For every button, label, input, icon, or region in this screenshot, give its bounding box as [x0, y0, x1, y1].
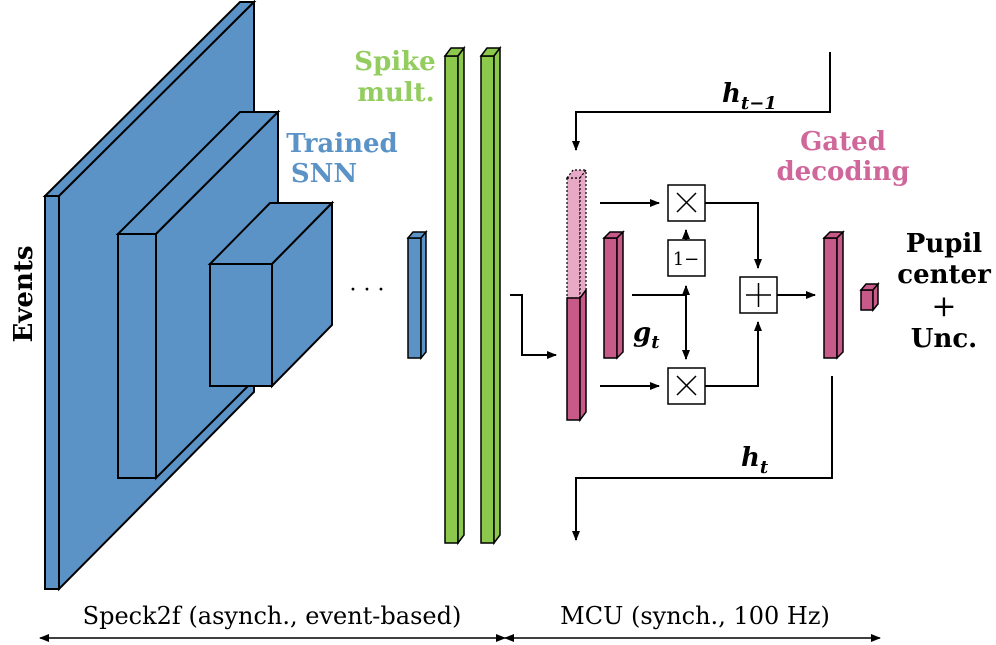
add-box	[739, 276, 778, 314]
h-t-label: ht	[741, 443, 769, 478]
spike-mult-bars	[443, 45, 502, 546]
spike-mult-label-line2: mult.	[357, 78, 434, 108]
trained-snn-label-line2: SNN	[291, 159, 357, 189]
output-cube	[859, 281, 880, 313]
multiply-box-top	[667, 184, 706, 222]
output-label-line2: center	[897, 260, 991, 290]
spike-bar-1	[443, 45, 466, 546]
speck-label: Speck2f (asynch., event-based)	[83, 602, 462, 630]
gated-decoding-label-line1: Gated	[800, 127, 886, 157]
g-t-label: gt	[633, 318, 660, 353]
input-concat-bar	[566, 287, 587, 423]
hidden-state-prev-bar	[565, 168, 588, 300]
arrow-h-t	[572, 376, 833, 541]
spike-bar-2	[479, 45, 502, 546]
arrow-h-prev	[572, 52, 831, 151]
arrow-to-concat	[510, 294, 557, 359]
connections	[510, 52, 833, 541]
gated-decoding-label-line2: decoding	[776, 157, 909, 187]
gate-bar	[602, 230, 625, 360]
hidden-state-bar	[822, 230, 845, 360]
output-label-line1: Pupil	[906, 229, 983, 259]
events-label: Events	[9, 245, 39, 342]
one-minus-label: 1−	[673, 249, 700, 270]
output-label-line3: +	[931, 289, 956, 324]
multiply-box-bottom	[667, 367, 706, 405]
ellipsis: · · ·	[350, 278, 385, 303]
conv-layer-3	[207, 200, 335, 389]
output-label-line4: Unc.	[911, 324, 977, 354]
snn-layers	[42, 0, 428, 592]
snn-output-bar	[406, 229, 428, 361]
arrow-mult-bottom-to-add	[705, 321, 762, 387]
arrow-mult-top-to-add	[705, 202, 762, 269]
trained-snn-label-line1: Trained	[286, 129, 398, 159]
one-minus-box: 1−	[667, 239, 706, 277]
mcu-label: MCU (synch., 100 Hz)	[560, 602, 830, 630]
h-prev-label: ht−1	[722, 79, 777, 114]
spike-mult-label-line1: Spike	[354, 47, 435, 77]
